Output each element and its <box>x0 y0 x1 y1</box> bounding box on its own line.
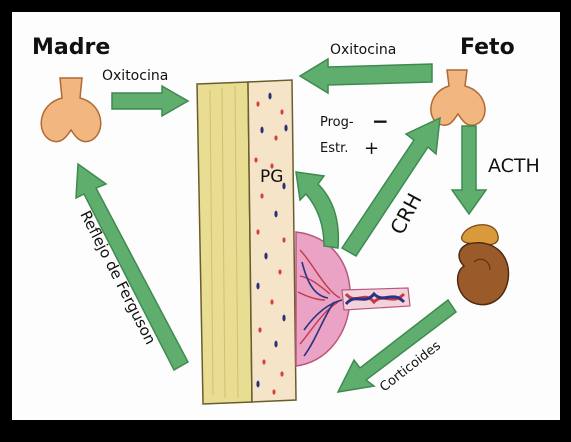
label-pg: PG <box>260 167 283 187</box>
decidua-dot <box>254 157 257 162</box>
decidua-dot <box>282 237 285 242</box>
decidua-dot <box>274 211 277 218</box>
label-estrogen: Estr. <box>320 141 348 156</box>
label-feto: Feto <box>460 35 515 60</box>
decidua-dot <box>268 93 271 100</box>
label-oxitocina-fetal: Oxitocina <box>330 42 396 58</box>
decidua-dot <box>278 269 281 274</box>
decidua-layer <box>248 80 296 402</box>
decidua-dot <box>274 135 277 140</box>
decidua-dot <box>256 101 259 106</box>
symbol-minus: − <box>372 109 389 133</box>
decidua-dot <box>260 127 263 134</box>
decidua-dot <box>274 341 277 348</box>
decidua-dot <box>280 371 283 376</box>
decidua-dot <box>256 229 259 234</box>
decidua-dot <box>280 109 283 114</box>
decidua-dot <box>260 193 263 198</box>
label-acth: ACTH <box>488 155 540 177</box>
decidua-dot <box>264 253 267 260</box>
decidua-dot <box>284 125 287 132</box>
label-progesterone: Prog- <box>320 115 354 130</box>
decidua-dot <box>256 381 259 388</box>
symbol-plus: + <box>364 138 379 159</box>
decidua-dot <box>256 283 259 290</box>
label-oxitocina-maternal: Oxitocina <box>102 68 168 84</box>
umbilical-cord-icon <box>342 288 410 310</box>
decidua-dot <box>258 327 261 332</box>
decidua-dot <box>262 359 265 364</box>
decidua-dot <box>282 315 285 322</box>
uterine-wall-icon <box>197 80 296 404</box>
decidua-dot <box>270 299 273 304</box>
label-madre: Madre <box>32 35 110 60</box>
decidua-dot <box>272 389 275 394</box>
